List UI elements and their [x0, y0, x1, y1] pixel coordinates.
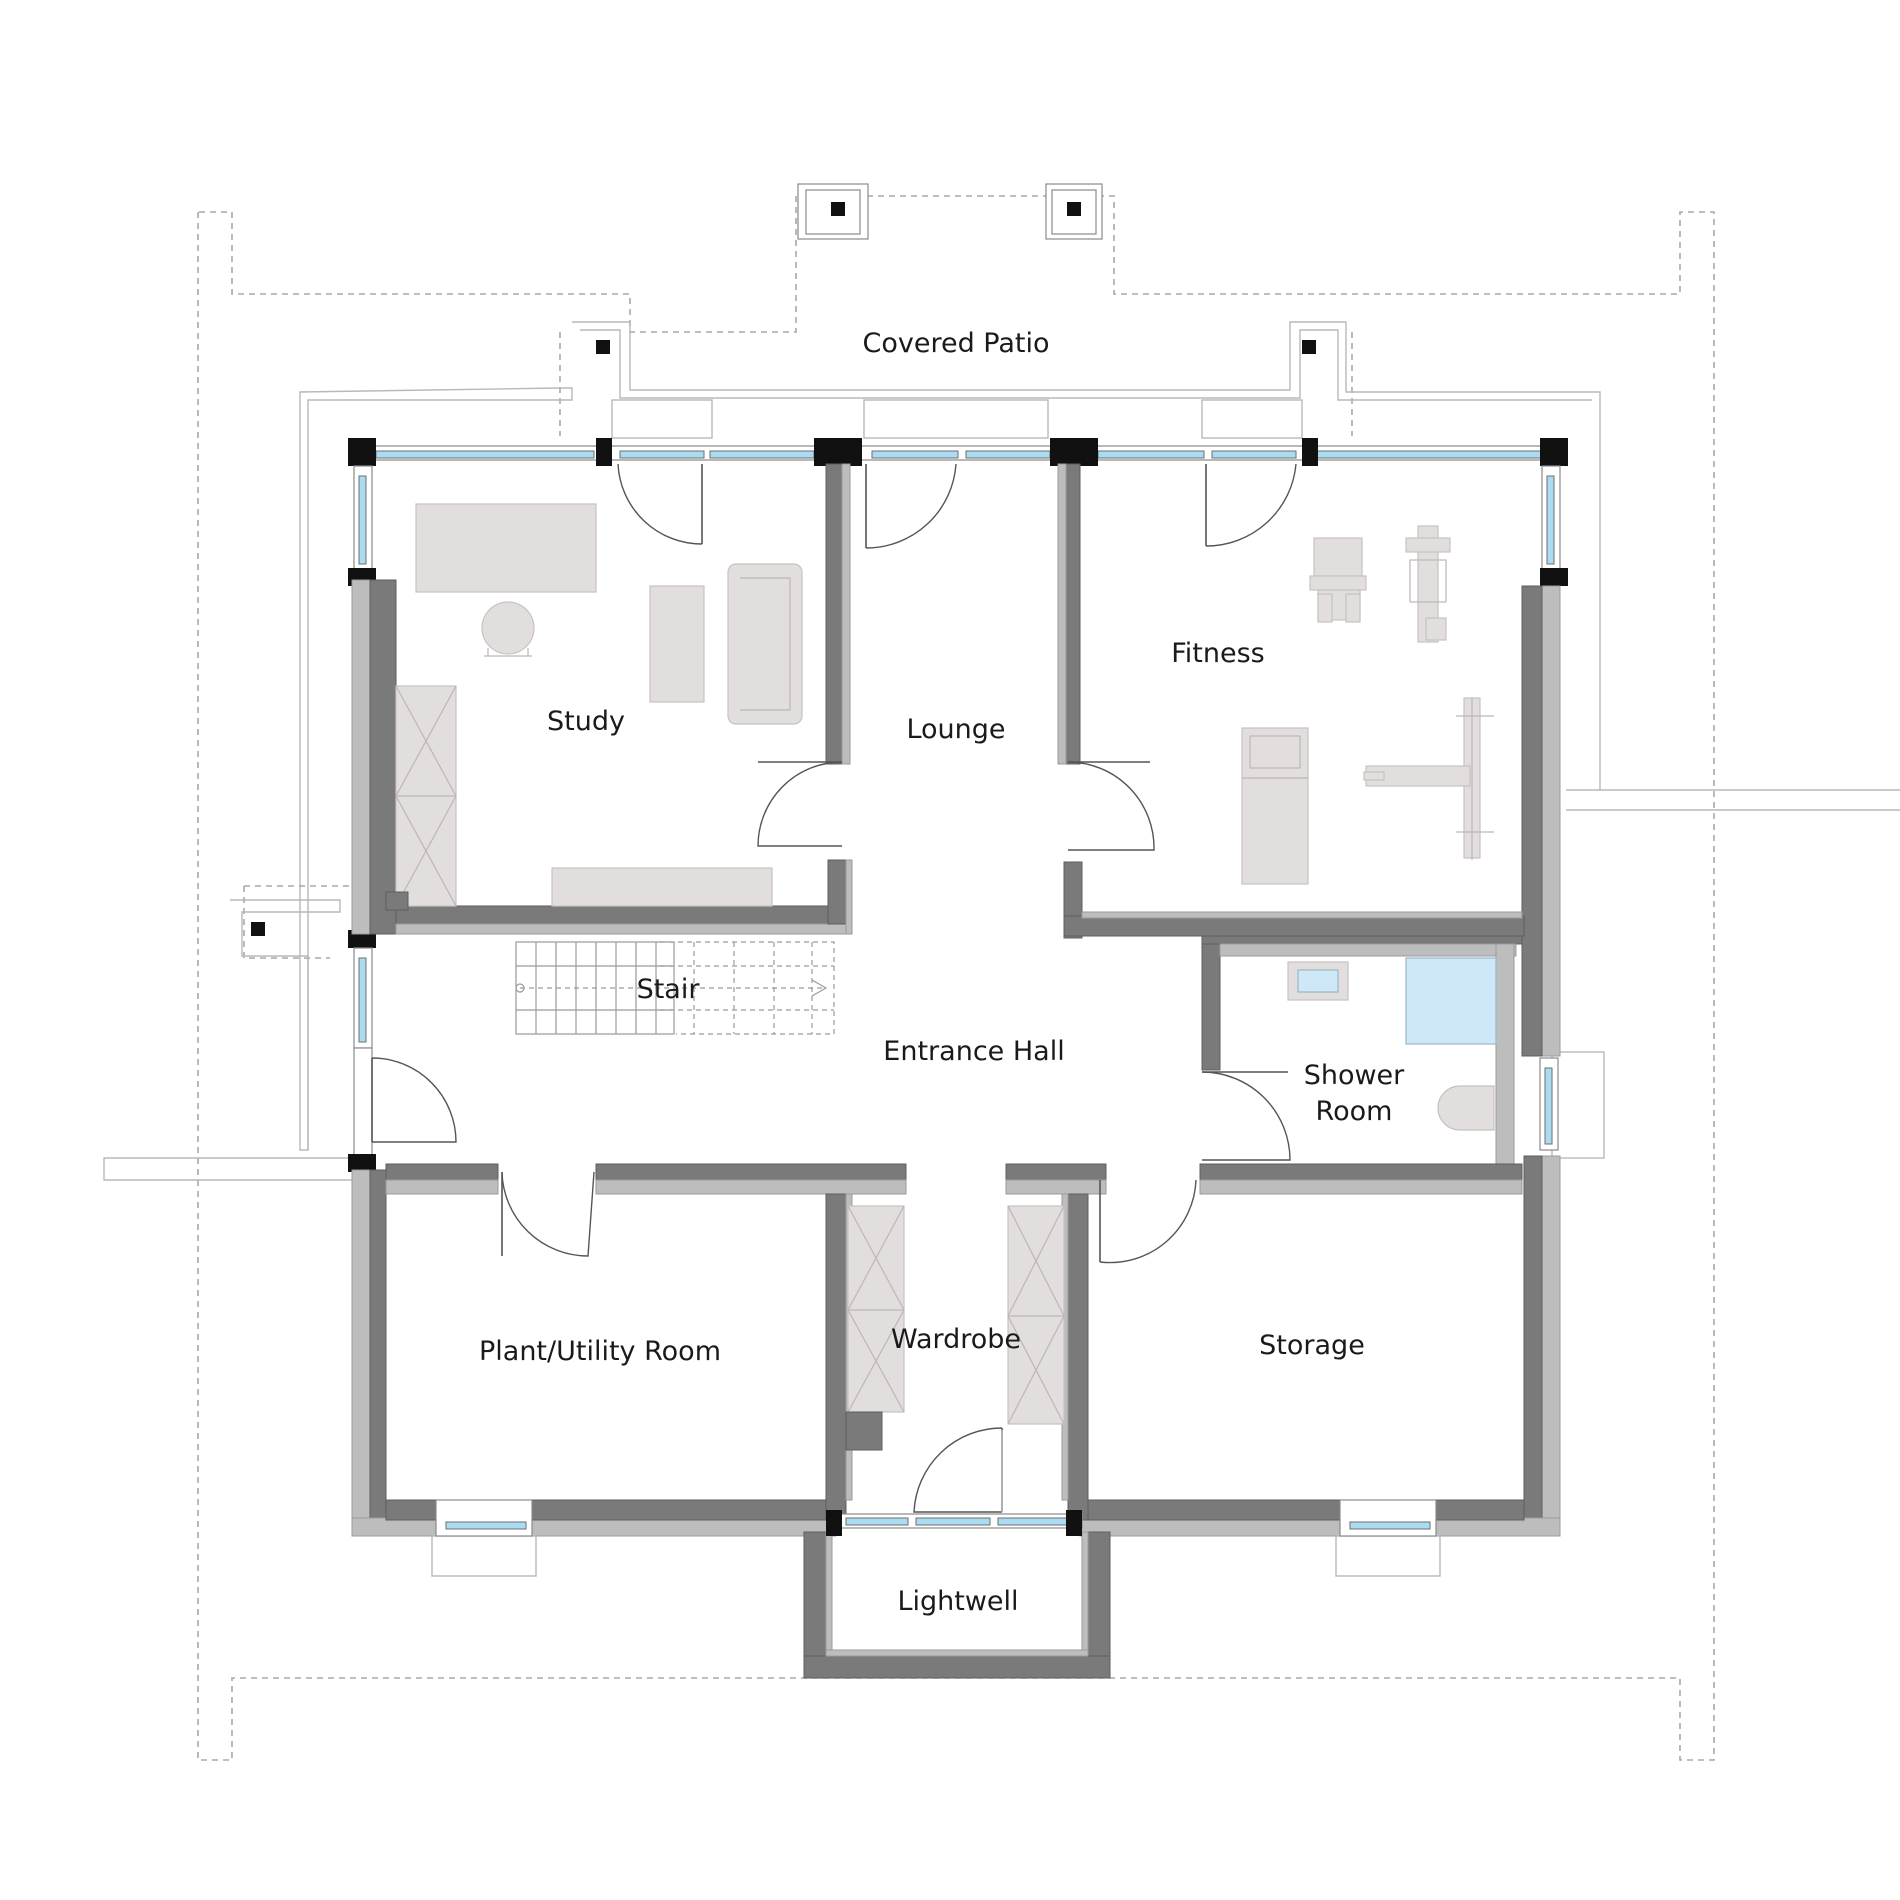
- label-study: Study: [547, 706, 625, 737]
- label-plant-utility-room: Plant/Utility Room: [479, 1336, 721, 1367]
- wardrobe-fixture: [845, 1411, 883, 1451]
- label-stair: Stair: [637, 974, 701, 1005]
- walls: [351, 463, 1561, 1679]
- stair-symbol: [515, 941, 835, 1035]
- treadmill: [1241, 727, 1309, 885]
- bench-press: [1405, 525, 1451, 643]
- south-windows: [431, 1499, 1441, 1577]
- sofa: [727, 563, 803, 725]
- label-covered-patio: Covered Patio: [862, 328, 1049, 359]
- office-chair: [481, 601, 535, 655]
- door-thresholds-north: [611, 399, 1303, 439]
- label-fitness: Fitness: [1171, 638, 1265, 669]
- room-labels: Covered Patio Study Lounge Fitness Stair…: [479, 328, 1405, 1617]
- label-lightwell: Lightwell: [897, 1586, 1018, 1617]
- east-facade: [1539, 465, 1605, 1159]
- furniture: [385, 503, 1497, 1451]
- label-shower-room-line2: Room: [1316, 1096, 1393, 1127]
- wardrobe-left: [847, 1205, 905, 1413]
- desk: [415, 503, 597, 593]
- doors: [371, 463, 1297, 1513]
- coffee-table: [649, 585, 705, 703]
- label-lounge: Lounge: [906, 714, 1005, 745]
- toilet: [1437, 1085, 1495, 1131]
- weight-rack: [1363, 697, 1494, 860]
- label-wardrobe: Wardrobe: [891, 1324, 1021, 1355]
- label-storage: Storage: [1259, 1330, 1365, 1361]
- shower-tray: [1405, 957, 1497, 1045]
- label-entrance-hall: Entrance Hall: [883, 1036, 1064, 1067]
- sideboard: [551, 867, 773, 907]
- label-shower-room-line1: Shower: [1304, 1060, 1405, 1091]
- north-facade: [348, 438, 1568, 466]
- rowing-machine: [1309, 537, 1367, 623]
- roof-outline: [103, 195, 1900, 1761]
- wardrobe-right: [1007, 1205, 1065, 1425]
- west-facade: [348, 465, 376, 1172]
- patio-columns: [251, 183, 1316, 936]
